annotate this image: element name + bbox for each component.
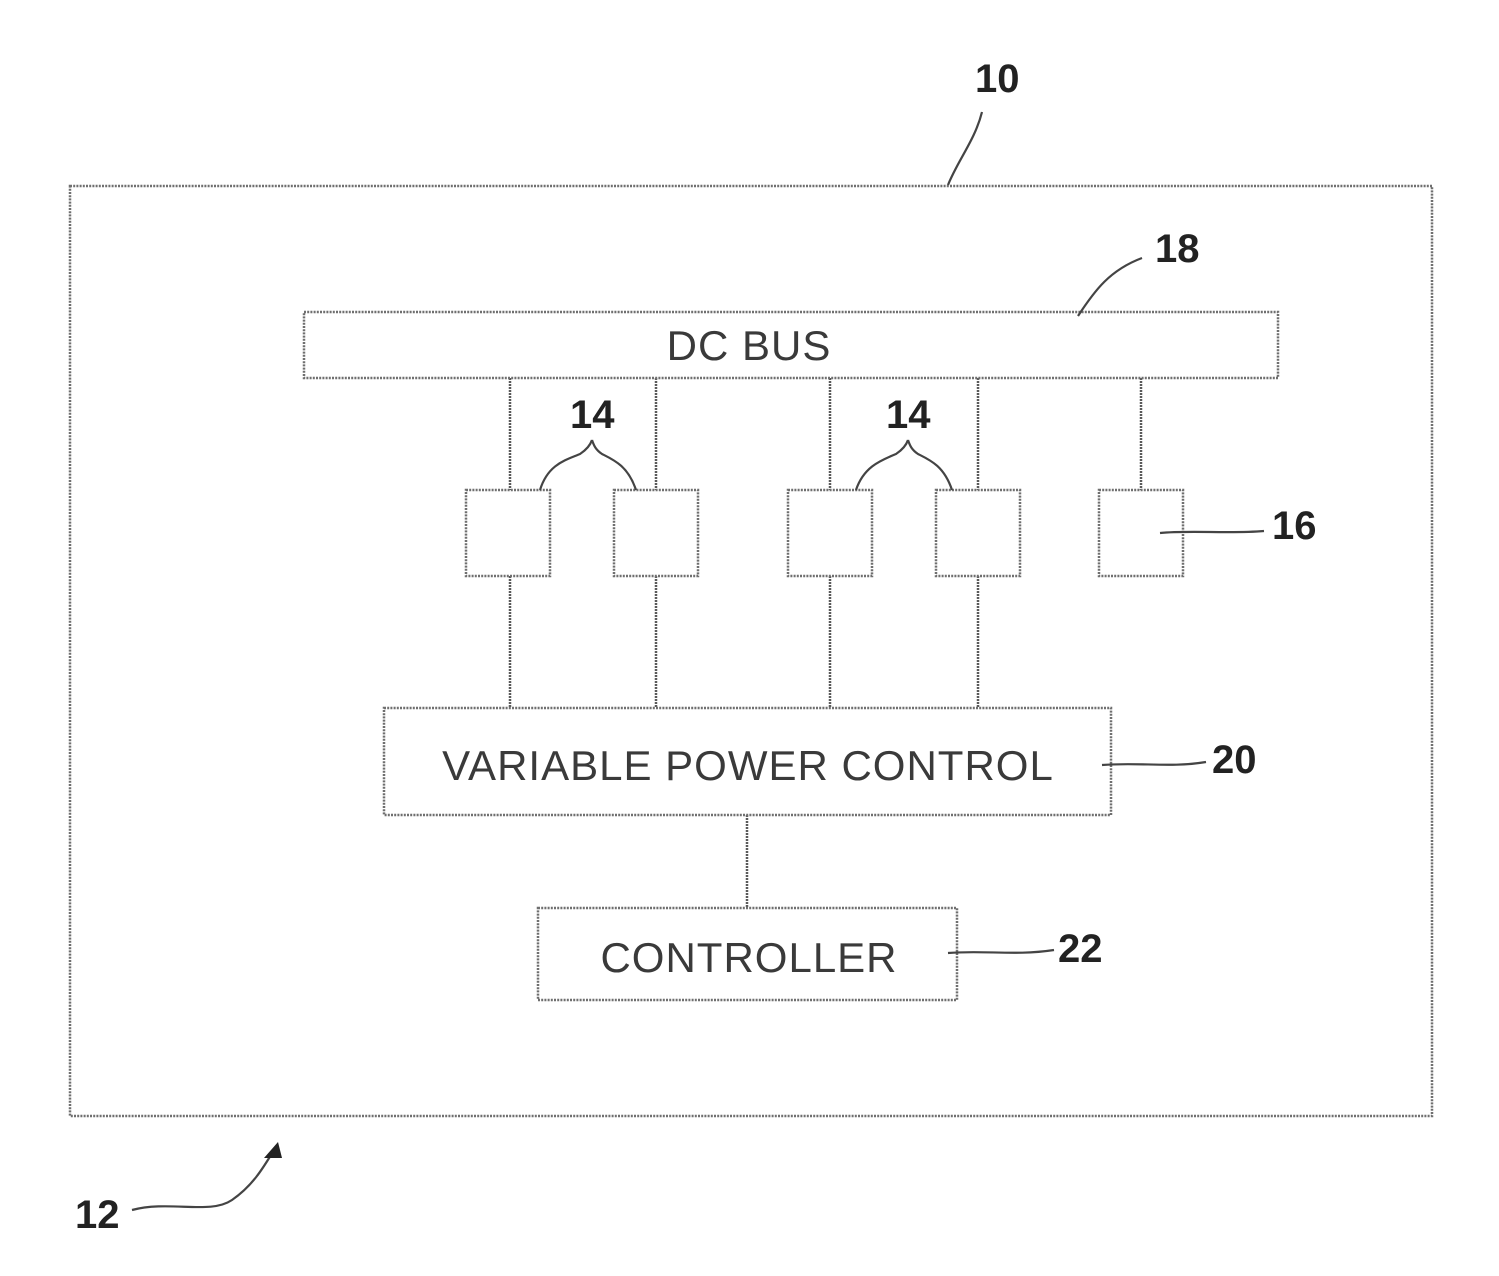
ref-10: 10 [975, 57, 1020, 101]
arrow-head-12 [264, 1142, 282, 1158]
dc-bus-label: DC BUS [667, 322, 832, 369]
module-box-2 [614, 490, 698, 576]
module-box-1 [466, 490, 550, 576]
ref-22: 22 [1058, 927, 1103, 971]
variable-power-control-label: VARIABLE POWER CONTROL [442, 742, 1054, 789]
ref-16: 16 [1272, 504, 1317, 548]
controller-label: CONTROLLER [600, 934, 897, 981]
ref-20: 20 [1212, 738, 1257, 782]
module-box-3 [788, 490, 872, 576]
ref-14-left: 14 [570, 393, 615, 437]
module-box-4 [936, 490, 1020, 576]
ref-12: 12 [75, 1193, 120, 1237]
ref-14-right: 14 [886, 393, 931, 437]
ref-18: 18 [1155, 227, 1200, 271]
